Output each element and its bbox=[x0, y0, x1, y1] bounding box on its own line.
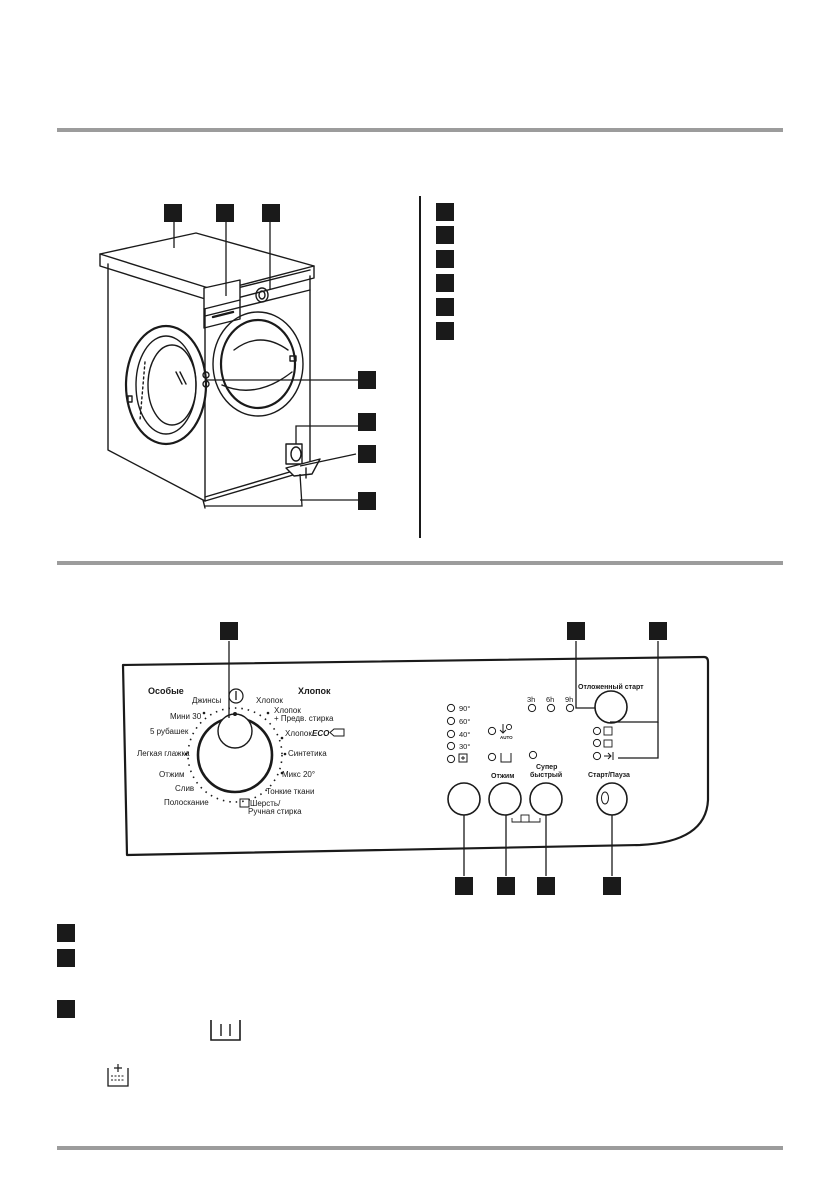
program-mix20: Микс 20° bbox=[282, 770, 315, 779]
bottom-legend-2 bbox=[57, 949, 75, 967]
wash-phase-icon bbox=[603, 726, 613, 736]
section-rule-bottom bbox=[57, 1146, 783, 1150]
panel-callout-1 bbox=[220, 622, 238, 640]
callout-3 bbox=[262, 204, 280, 222]
delay-led-6h bbox=[546, 703, 556, 713]
super-quick-led bbox=[528, 750, 538, 760]
group-special-label: Особые bbox=[148, 686, 184, 696]
program-synthetics: Синтетика bbox=[288, 749, 327, 758]
legend-6 bbox=[436, 322, 454, 340]
program-cotton-eco: Хлопок bbox=[285, 729, 312, 738]
program-spin: Отжим bbox=[159, 770, 184, 779]
super-quick-label-1: Супер bbox=[536, 764, 557, 771]
bottom-legend-3 bbox=[57, 1000, 75, 1018]
program-shirts: 5 рубашек bbox=[150, 727, 189, 736]
group-cotton-label: Хлопок bbox=[298, 686, 331, 696]
rinse-plus-icon bbox=[520, 814, 530, 823]
temp-30: 30° bbox=[459, 742, 470, 751]
legend-3 bbox=[436, 250, 454, 268]
program-easy-iron: Легкая глажка bbox=[137, 749, 190, 758]
callout-5 bbox=[358, 413, 376, 431]
spin-button-label: Отжим bbox=[491, 773, 514, 780]
auto-label: AUTO bbox=[500, 735, 513, 740]
temp-led-30 bbox=[446, 741, 456, 751]
program-cotton: Хлопок bbox=[256, 696, 283, 705]
basin-icon bbox=[500, 753, 512, 763]
program-cotton-prewash-2: + Предв. стирка bbox=[274, 714, 334, 723]
spin-button[interactable] bbox=[488, 782, 522, 816]
panel-outline bbox=[121, 655, 710, 857]
panel-callout-7 bbox=[603, 877, 621, 895]
panel-callout-6 bbox=[537, 877, 555, 895]
delay-9h: 9h bbox=[565, 695, 573, 704]
program-wool-1: Шерсть/ bbox=[250, 799, 281, 808]
phase-led-wash bbox=[592, 726, 602, 736]
dial-marker bbox=[233, 712, 237, 716]
program-cotton-prewash-1: Хлопок bbox=[274, 706, 301, 715]
delay-6h: 6h bbox=[546, 695, 554, 704]
prewash-icon bbox=[210, 1020, 241, 1041]
callout-2 bbox=[216, 204, 234, 222]
spin-reduction-icon bbox=[499, 724, 507, 734]
program-rinse: Полоскание bbox=[164, 798, 209, 807]
delay-start-button[interactable] bbox=[594, 690, 628, 724]
delay-3h: 3h bbox=[527, 695, 535, 704]
program-jeans: Джинсы bbox=[192, 696, 222, 705]
delay-led-9h bbox=[565, 703, 575, 713]
eco-badge: ECO bbox=[312, 729, 330, 738]
spin-led-auto bbox=[487, 726, 497, 736]
hand-wash-icon bbox=[239, 798, 250, 808]
panel-callout-4 bbox=[455, 877, 473, 895]
delay-start-label: Отложенный старт bbox=[578, 683, 644, 691]
temp-led-cold bbox=[446, 754, 456, 764]
temp-60: 60° bbox=[459, 717, 470, 726]
callout-6 bbox=[358, 445, 376, 463]
phase-led-rinse bbox=[592, 738, 602, 748]
section-rule-top bbox=[57, 128, 783, 132]
panel-callout-3 bbox=[649, 622, 667, 640]
temp-40: 40° bbox=[459, 730, 470, 739]
program-delicates: Тонкие ткани bbox=[266, 787, 314, 796]
panel-callout-5 bbox=[497, 877, 515, 895]
column-divider bbox=[419, 196, 421, 538]
program-wool-2: Ручная стирка bbox=[248, 807, 302, 816]
cold-wash-icon bbox=[458, 753, 468, 763]
temp-90: 90° bbox=[459, 704, 470, 713]
program-drain: Слив bbox=[175, 784, 194, 793]
legend-1 bbox=[436, 203, 454, 221]
callout-1 bbox=[164, 204, 182, 222]
end-icon bbox=[604, 752, 614, 760]
callout-7 bbox=[358, 492, 376, 510]
callout-4 bbox=[358, 371, 376, 389]
super-quick-label-2: быстрый bbox=[530, 771, 562, 779]
panel-callout-2 bbox=[567, 622, 585, 640]
spin-led-nospin bbox=[487, 752, 497, 762]
program-mini30: Мини 30 bbox=[170, 712, 202, 721]
phase-led-end bbox=[592, 751, 602, 761]
temp-led-40 bbox=[446, 729, 456, 739]
start-pause-label: Старт/Пауза bbox=[588, 772, 630, 779]
delay-led-3h bbox=[527, 703, 537, 713]
legend-2 bbox=[436, 226, 454, 244]
legend-5 bbox=[436, 298, 454, 316]
bottom-legend-1 bbox=[57, 924, 75, 942]
section-rule-middle bbox=[57, 561, 783, 565]
rinse-phase-icon bbox=[603, 739, 613, 748]
temp-led-60 bbox=[446, 716, 456, 726]
rinse-plus-icon-legend bbox=[107, 1068, 129, 1087]
legend-4 bbox=[436, 274, 454, 292]
temp-led-90 bbox=[446, 703, 456, 713]
eco-tag-icon bbox=[329, 728, 345, 737]
